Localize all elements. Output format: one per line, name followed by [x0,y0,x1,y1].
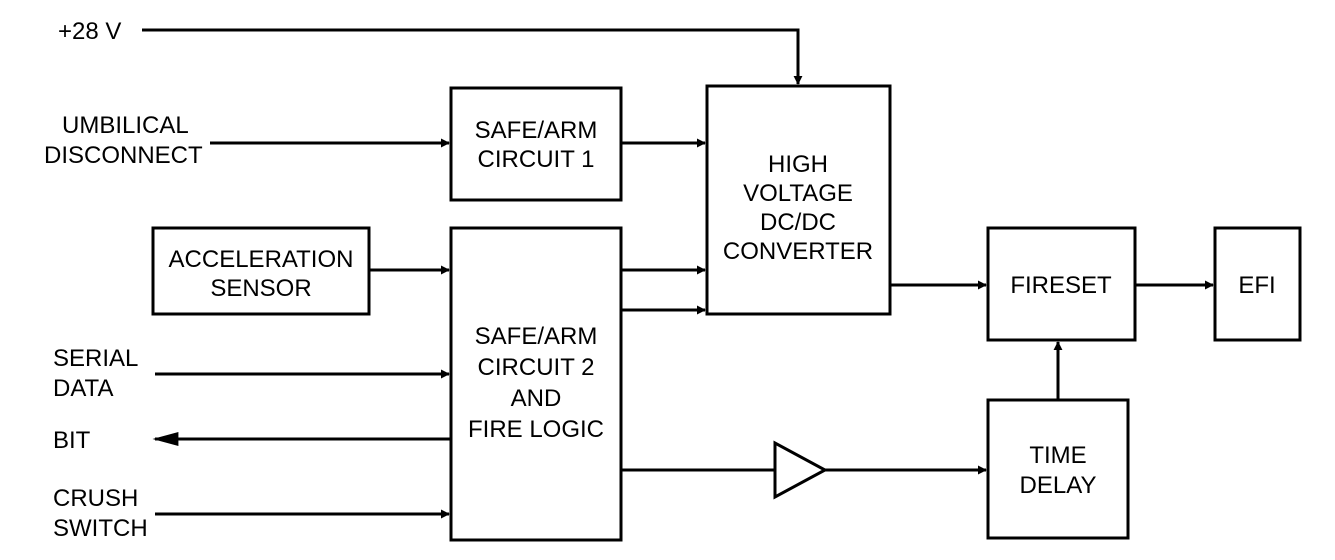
converter-label-line2: VOLTAGE [743,180,853,207]
acceleration-sensor-block [151,226,371,316]
fireset-label: FIRESET [1010,272,1112,299]
efi-label: EFI [1238,272,1275,299]
safe-arm-circuit-2-block [449,226,623,542]
safe-arm-2-label-line3: AND [511,385,562,412]
converter-label-line1: HIGH [768,151,828,178]
safe-arm-1-label-line1: SAFE/ARM [475,117,598,144]
converter-label-line4: CONVERTER [723,238,873,265]
bit-label: BIT [53,427,91,454]
plus28v-label: +28 V [58,18,121,45]
crush-label-line2: SWITCH [53,515,148,542]
amplifier-symbol [773,440,829,500]
safe-arm-2-label-line2: CIRCUIT 2 [478,354,595,381]
accel-sensor-label-line1: ACCELERATION [169,246,354,273]
safe-arm-circuit-1-block [449,86,623,202]
umbilical-label-line1: UMBILICAL [62,112,189,139]
time-delay-label-line1: TIME [1029,442,1086,469]
converter-label-line3: DC/DC [760,209,836,236]
serial-label-line2: DATA [53,375,113,402]
accel-sensor-label-line2: SENSOR [210,275,311,302]
safe-arm-2-label-line4: FIRE LOGIC [468,416,604,443]
hv-dcdc-converter-block [705,84,892,316]
umbilical-label-line2: DISCONNECT [44,142,203,169]
safe-arm-1-label-line2: CIRCUIT 1 [478,146,595,173]
plus28v-line [142,28,803,85]
efi-block [1213,226,1302,342]
safe-arm-2-label-line1: SAFE/ARM [475,323,598,350]
time-delay-block [986,398,1130,540]
serial-label-line1: SERIAL [53,345,138,372]
time-delay-label-line2: DELAY [1020,472,1097,499]
fireset-block [986,226,1137,342]
crush-label-line1: CRUSH [53,485,138,512]
